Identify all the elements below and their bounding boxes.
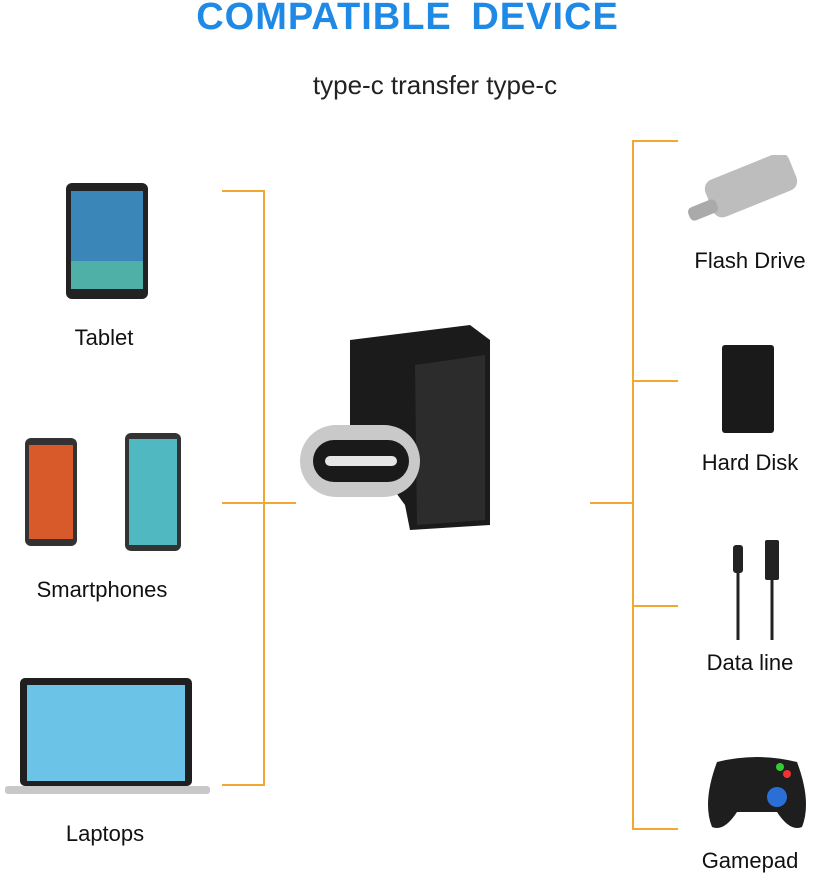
- title: COMPATIBLE DEVICE: [196, 0, 619, 38]
- flash-drive-image: [687, 155, 798, 221]
- tablet-image: [66, 183, 148, 299]
- tablet-label: Tablet: [74, 325, 134, 350]
- data-line-label: Data line: [706, 650, 794, 675]
- laptop-image: [5, 678, 210, 794]
- connector-line: [632, 828, 678, 830]
- usb-c-adapter-image: [300, 325, 490, 530]
- smartphones-image: [25, 433, 181, 551]
- connector-line: [222, 190, 264, 192]
- connector-line: [632, 140, 634, 829]
- gamepad-label: Gamepad: [701, 848, 799, 873]
- hard-disk-label: Hard Disk: [701, 450, 799, 475]
- connector-line: [222, 784, 264, 786]
- flash-drive-label: Flash Drive: [694, 248, 806, 273]
- smartphones-label: Smartphones: [36, 577, 168, 602]
- hard-disk-image: [722, 345, 774, 433]
- connector-line: [590, 502, 634, 504]
- gamepad-image: [708, 757, 806, 828]
- connector-line: [222, 502, 296, 504]
- data-line-image: [733, 540, 779, 640]
- laptops-label: Laptops: [65, 821, 145, 846]
- connector-line: [263, 190, 265, 786]
- connector-line: [632, 605, 678, 607]
- connector-line: [632, 380, 678, 382]
- connector-line: [632, 140, 678, 142]
- subtitle: type-c transfer type-c: [312, 70, 558, 100]
